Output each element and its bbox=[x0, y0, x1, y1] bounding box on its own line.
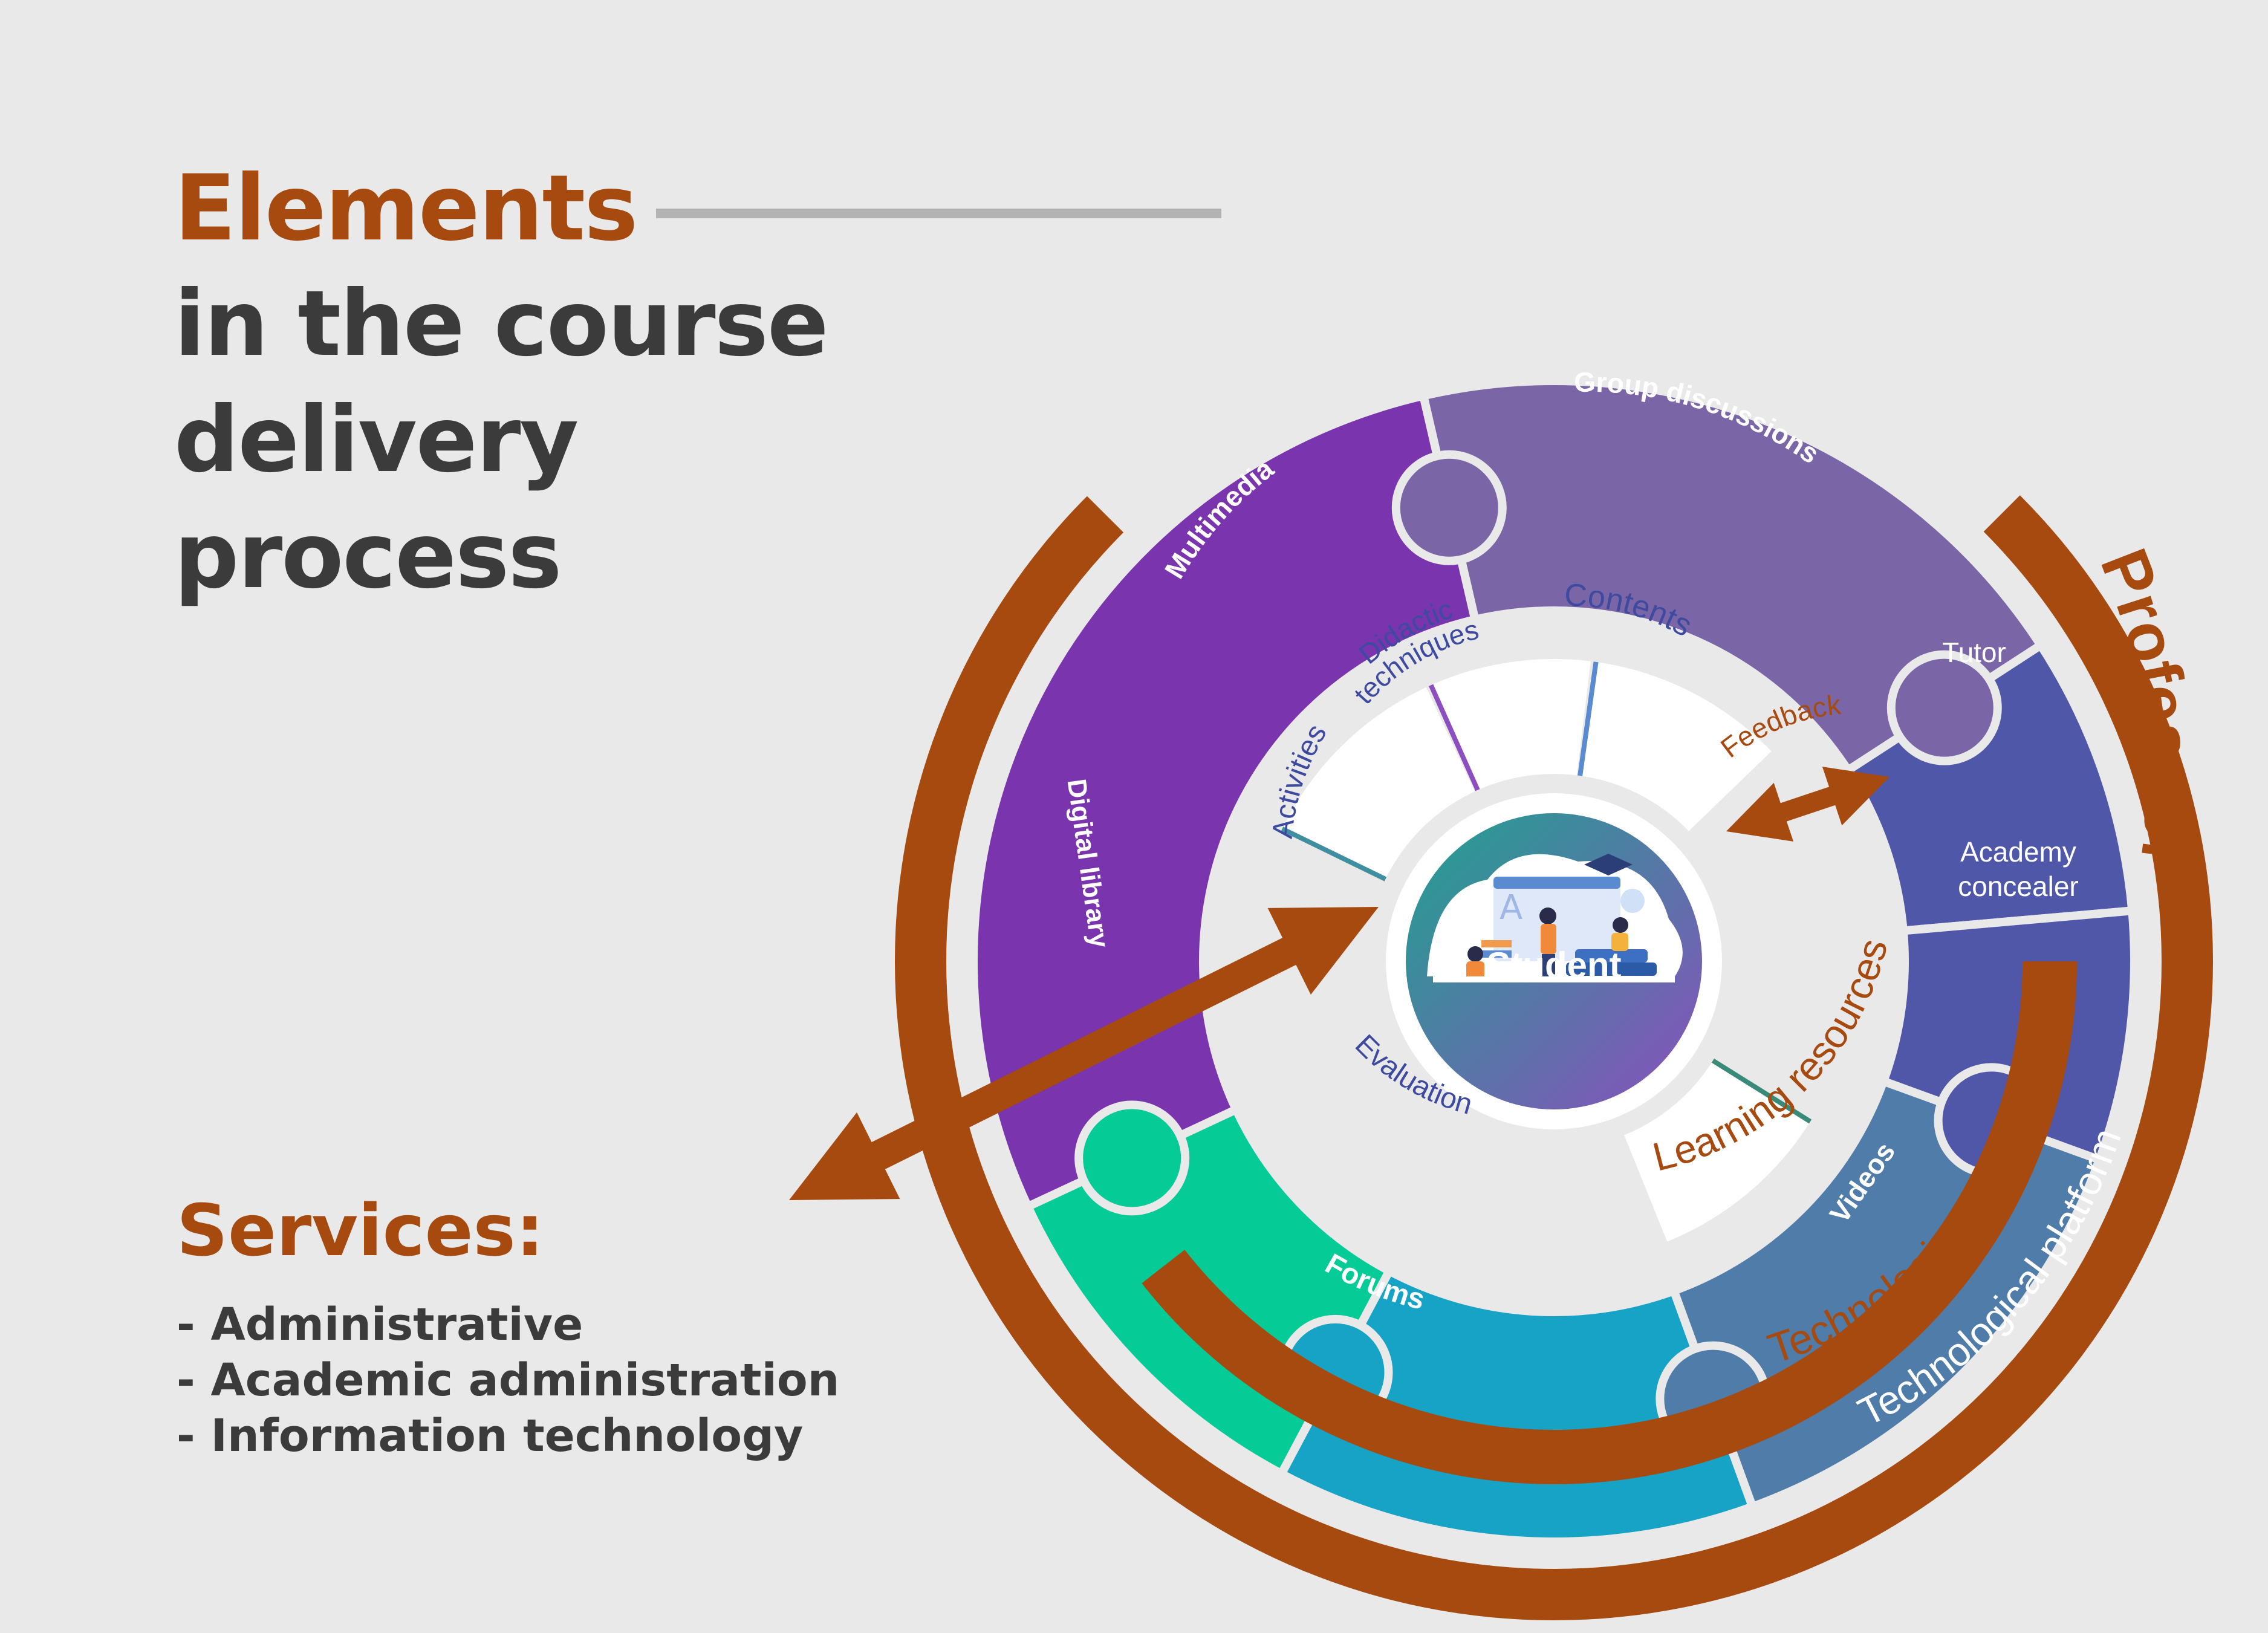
platform-ring bbox=[1142, 961, 2077, 1484]
card-edge bbox=[1578, 661, 1599, 776]
services-list: - Administrative - Academic administrati… bbox=[177, 1297, 839, 1464]
card bbox=[1431, 659, 1591, 790]
svg-text:A: A bbox=[1500, 888, 1522, 927]
puzzle-knob bbox=[1074, 1100, 1190, 1216]
student-illustration: A bbox=[1427, 854, 1683, 982]
services-item: - Academic administration bbox=[177, 1354, 840, 1406]
arrows bbox=[789, 767, 1889, 1200]
services-item: - Information technology bbox=[177, 1410, 804, 1462]
card-edge bbox=[1428, 684, 1480, 791]
title-main: in the course delivery process bbox=[174, 271, 829, 609]
title-accent: Elements bbox=[174, 156, 638, 261]
puzzle-knob bbox=[1886, 650, 2002, 765]
card-edge bbox=[1281, 826, 1387, 881]
card bbox=[1282, 687, 1475, 880]
services-block: Services: - Administrative - Academic ad… bbox=[177, 1182, 839, 1464]
title-block: Elements in the course delivery process bbox=[174, 151, 869, 614]
piece-tutor-label: Tutor bbox=[1942, 637, 2006, 668]
title-divider bbox=[656, 209, 1221, 218]
student-label: Student bbox=[1486, 945, 1621, 985]
services-item: - Administrative bbox=[177, 1299, 583, 1351]
student-hub: A bbox=[1386, 793, 1722, 1129]
services-arrow bbox=[789, 907, 1379, 1200]
piece-academy-concealer-label: Academy bbox=[1960, 836, 2076, 868]
puzzle-knob bbox=[1391, 450, 1507, 565]
card bbox=[1580, 661, 1772, 831]
professor-ring bbox=[895, 495, 2213, 1620]
card bbox=[1624, 1060, 1811, 1242]
card-edge bbox=[1711, 1058, 1812, 1124]
learning-resource-cards bbox=[1281, 659, 1812, 1242]
services-heading: Services: bbox=[177, 1189, 544, 1272]
piece-academy-concealer-label-line2: concealer bbox=[1958, 871, 2078, 902]
feedback-arrow bbox=[1726, 767, 1889, 842]
